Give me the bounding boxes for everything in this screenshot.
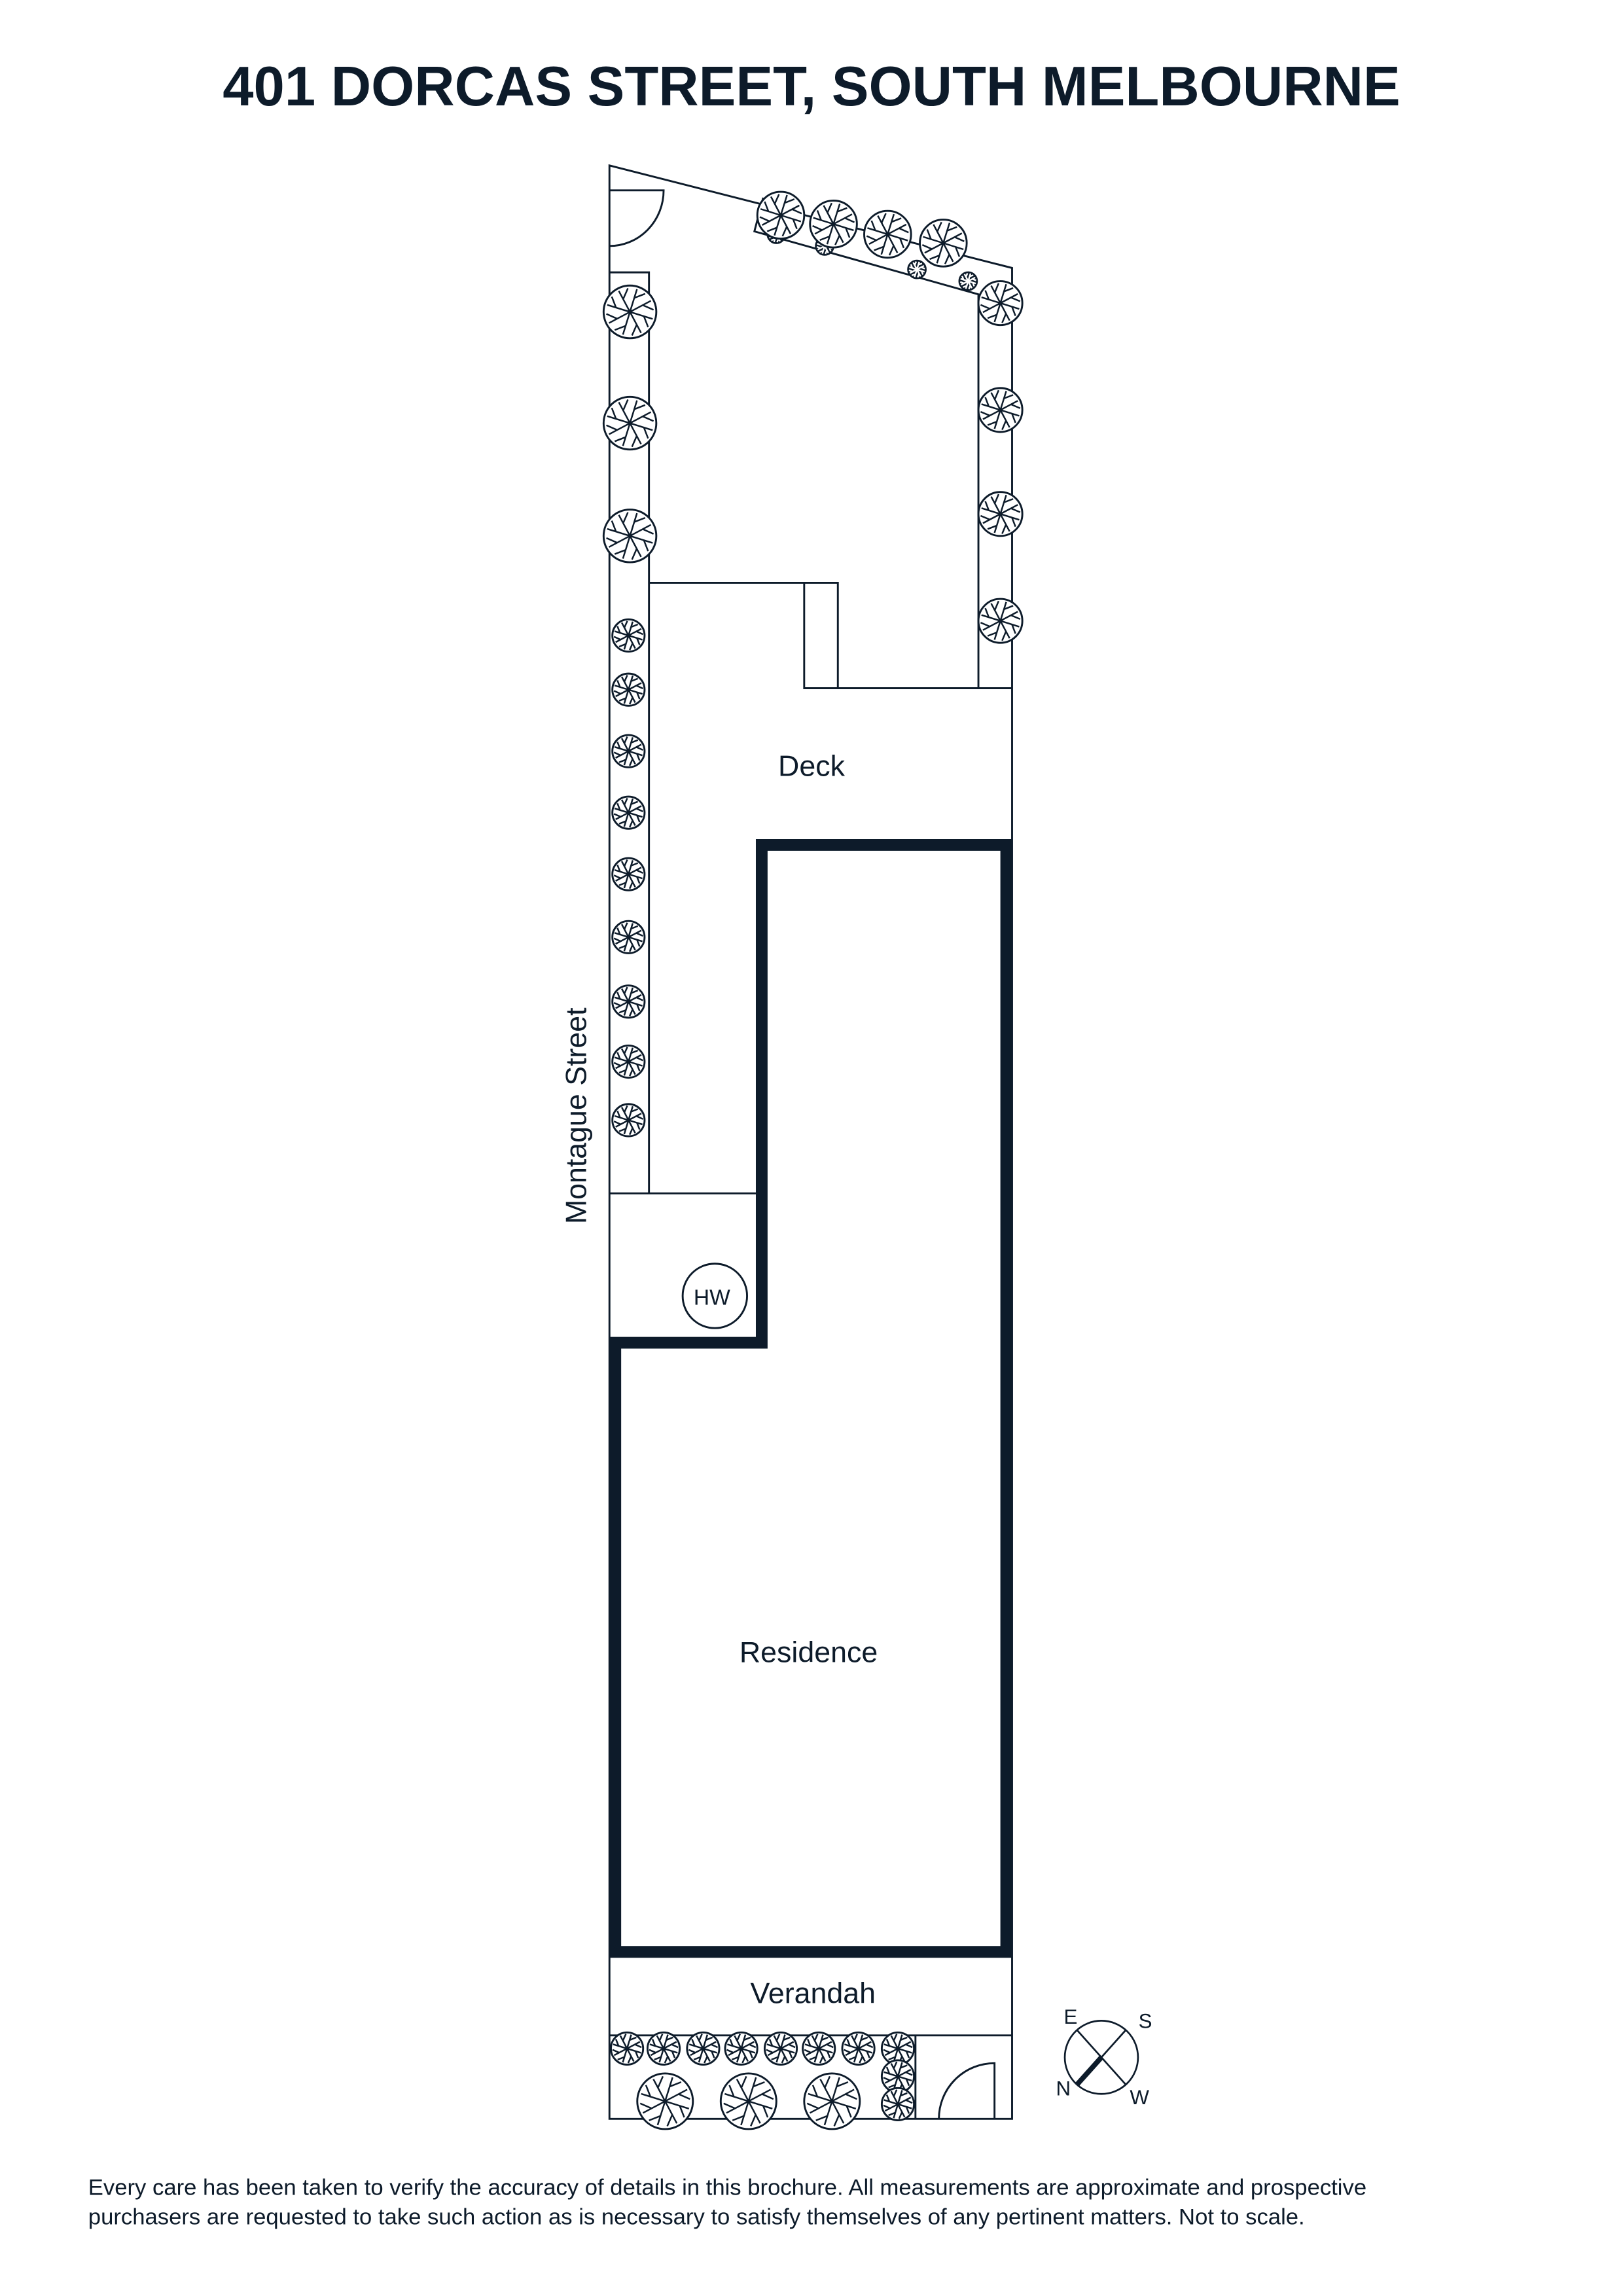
tree-icon [646, 2031, 681, 2066]
disclaimer-line-1: Every care has been taken to verify the … [88, 2176, 1366, 2200]
compass-w: W [1130, 2086, 1149, 2109]
top-planter [753, 197, 980, 689]
left-planter [609, 271, 651, 1194]
tree-icon [602, 395, 658, 451]
compass: E S N W [1056, 2005, 1152, 2109]
tree-icon [977, 598, 1024, 644]
garden-divider [649, 581, 1012, 689]
tree-icon [611, 920, 646, 954]
north-arrow-icon [1075, 2055, 1103, 2087]
lot-boundary [608, 164, 1013, 2120]
tree-icon [611, 734, 646, 768]
rear-gate [609, 189, 665, 247]
compass-e: E [1064, 2005, 1078, 2028]
tree-icon [809, 200, 858, 249]
disclaimer-line-2: purchasers are requested to take such ac… [88, 2204, 1305, 2229]
tree-icon [686, 2031, 721, 2066]
tree-icon [611, 857, 646, 891]
room-label-deck: Deck [778, 750, 846, 783]
street-label: Montague Street [560, 1007, 592, 1224]
tree-icon [611, 795, 646, 830]
room-label-verandah: Verandah [750, 1977, 876, 2010]
tree-icon [610, 2031, 645, 2066]
tree-icon [611, 672, 646, 707]
hw-label: HW [694, 1285, 730, 1310]
front-gate [938, 2062, 996, 2119]
tree-icon [907, 259, 927, 279]
tree-icon [611, 618, 646, 653]
tree-icon [602, 509, 658, 564]
tree-icon [719, 2072, 777, 2130]
tree-icon [919, 219, 968, 268]
tree-icon [863, 209, 912, 259]
tree-icon [977, 280, 1024, 327]
tree-icon [802, 2031, 836, 2066]
tree-icon [611, 1044, 646, 1079]
tree-icon [841, 2031, 876, 2066]
tree-icon [977, 387, 1024, 433]
tree-icon [763, 2031, 798, 2066]
page-title: 401 DORCAS STREET, SOUTH MELBOURNE [223, 56, 1400, 118]
tree-icon [977, 491, 1024, 537]
tree-icon [611, 984, 646, 1019]
tree-icon [756, 190, 806, 240]
tree-icon [636, 2072, 694, 2130]
compass-n: N [1056, 2077, 1071, 2100]
compass-s: S [1139, 2010, 1152, 2033]
tree-icon [724, 2031, 758, 2066]
tree-icon [958, 271, 978, 291]
hot-water-unit [681, 1263, 749, 1329]
tree-icon [880, 2087, 916, 2121]
tree-icon [803, 2072, 861, 2130]
residence-outline [609, 838, 1012, 1958]
tree-icon [611, 1103, 646, 1138]
room-label-residence: Residence [740, 1636, 878, 1668]
tree-icon [602, 284, 658, 340]
tree-icon [880, 2031, 916, 2066]
